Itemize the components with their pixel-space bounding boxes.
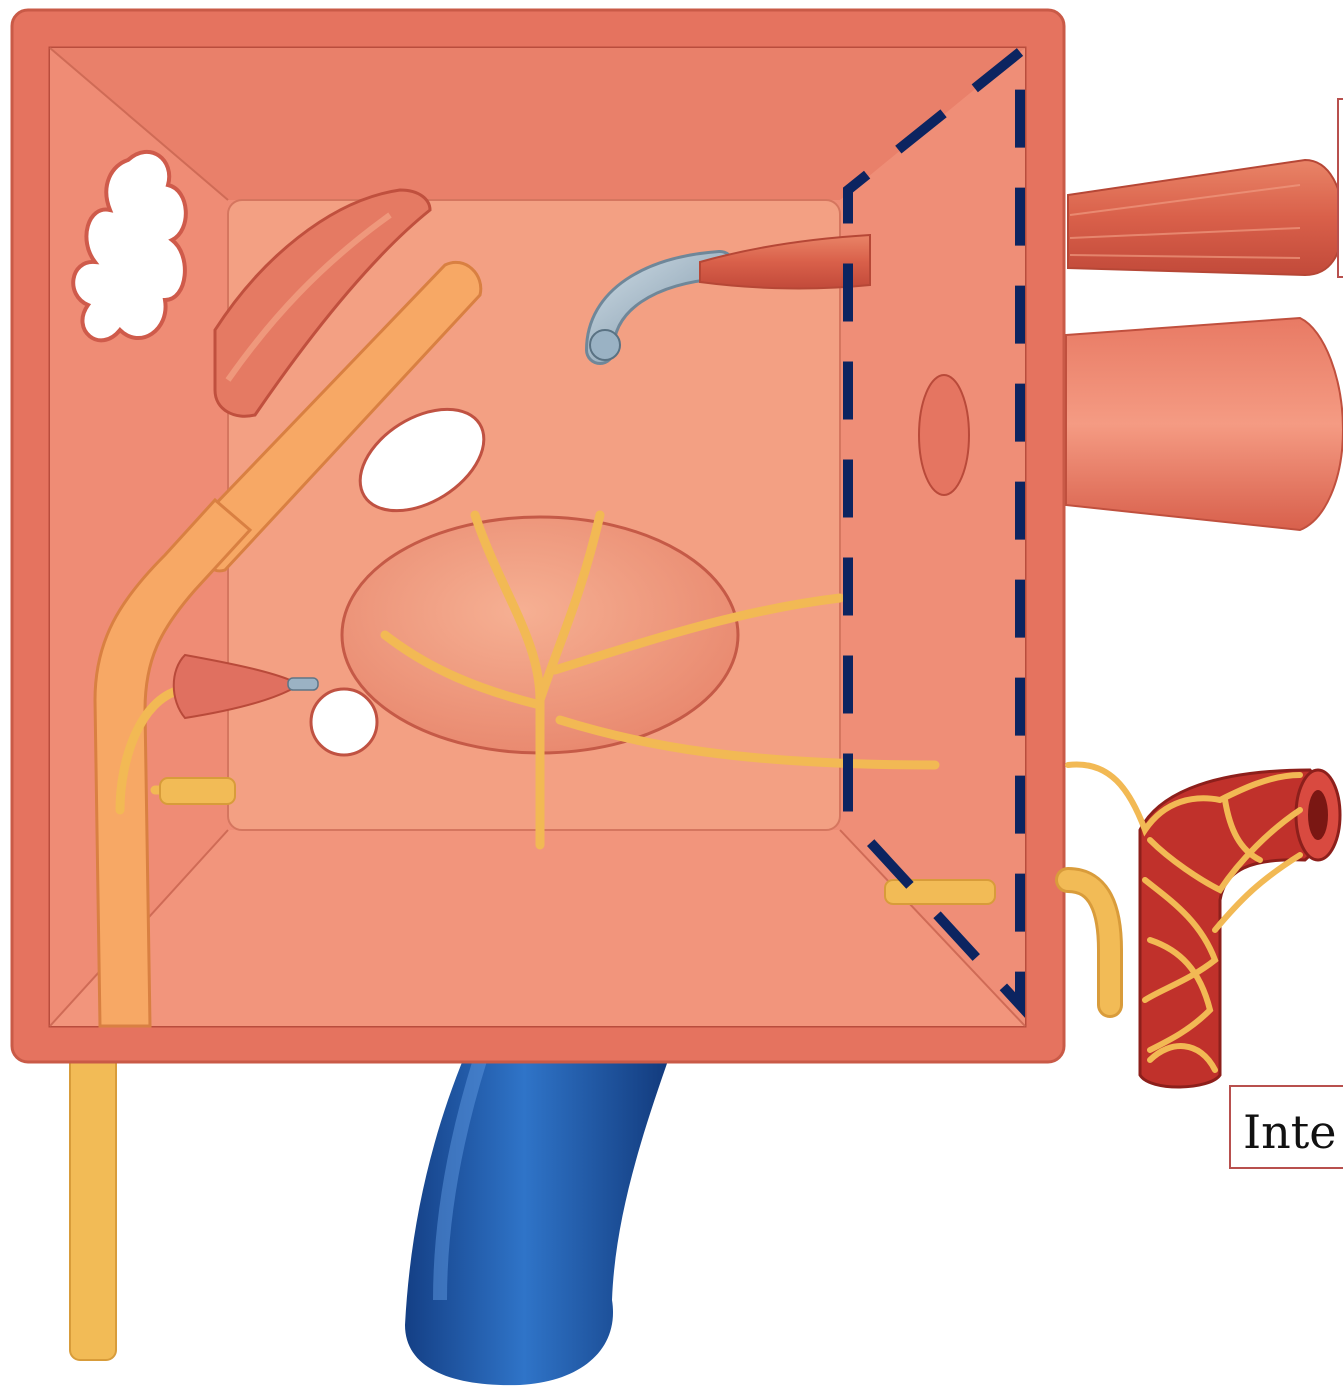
vein-icon — [405, 1055, 670, 1385]
nerve-down-icon — [70, 1040, 116, 1360]
outer-muscle-icon — [1068, 160, 1343, 275]
label-box-top-right — [1337, 98, 1343, 278]
outer-nerve-icon — [1068, 880, 1110, 1005]
white-circle-space-icon — [311, 689, 377, 755]
label-bottom-text: Inte — [1243, 1105, 1337, 1159]
side-wall-opening-icon — [919, 375, 969, 495]
nerve-stub-icon — [160, 778, 235, 804]
label-box-bottom-right: Inte — [1229, 1085, 1343, 1169]
nerve-stub-right-icon — [885, 880, 995, 904]
outer-vessel-icon — [1066, 318, 1343, 530]
